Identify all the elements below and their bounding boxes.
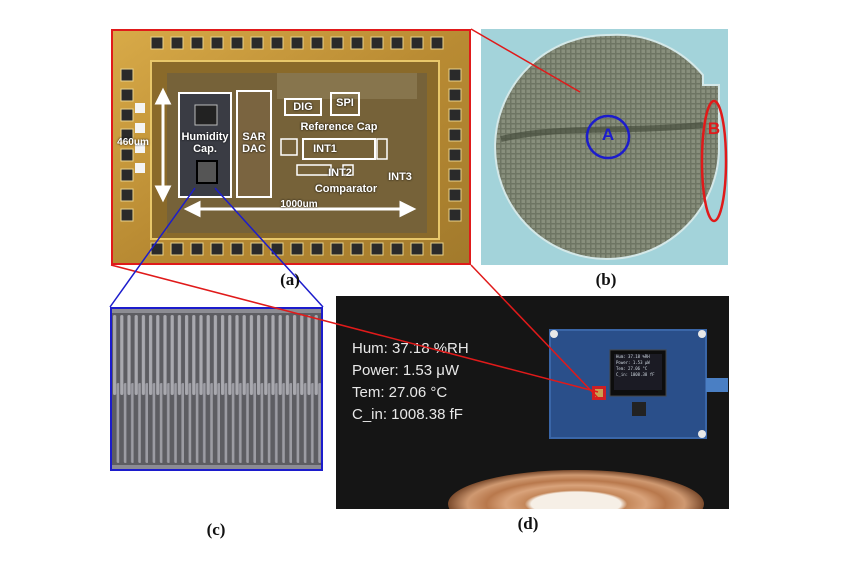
height-dimension-label: 460um: [117, 137, 149, 148]
usb-cable: [706, 378, 728, 392]
temperature-readout: Tem: 27.06 °C: [352, 384, 448, 401]
int3-box: [376, 138, 388, 160]
top-bond-pads: [150, 36, 444, 50]
power-readout: Power: 1.53 μW: [352, 362, 460, 379]
int2-label: INT2: [328, 167, 352, 179]
int2-box: [296, 164, 332, 176]
right-bond-pads: [448, 68, 462, 222]
die-graphic: [113, 31, 469, 263]
measurement-readout: Hum: 37.18 %RH Power: 1.53 μW Tem: 27.06…: [352, 338, 469, 426]
int3-label: INT3: [388, 171, 412, 183]
int1-label: INT1: [313, 143, 337, 155]
width-dimension-label: 1000um: [280, 199, 318, 210]
spi-box: [330, 92, 360, 116]
caption-a: (a): [280, 270, 300, 289]
comparator-box: [342, 164, 354, 176]
region-b-label: B: [707, 119, 721, 138]
dig-box: [284, 98, 322, 116]
caption-b: (b): [595, 270, 617, 289]
sar-dac-label: SAR DAC: [242, 131, 266, 155]
caption-c: (c): [206, 520, 226, 539]
wafer-die-array: [494, 33, 720, 260]
caption-d: (d): [517, 514, 539, 533]
dig-label: DIG: [293, 101, 313, 113]
left-test-pads: [135, 103, 145, 173]
humidity-sensor-area: [196, 160, 218, 184]
panel-b-wafer-photo: A B: [481, 29, 728, 265]
region-a-label: A: [601, 125, 615, 144]
wafer-graphic: [481, 29, 728, 265]
int1-box: [302, 138, 376, 160]
region-a-circle: [585, 114, 631, 160]
panel-c-electrode-sem: [110, 307, 323, 471]
comparator-label: Comparator: [314, 183, 378, 195]
spi-label: SPI: [336, 97, 354, 109]
wireless-coil: [448, 470, 704, 509]
capacitance-readout: C_in: 1008.38 fF: [352, 406, 463, 423]
humidity-readout: Hum: 37.18 %RH: [352, 340, 469, 357]
region-b-ellipse: [700, 99, 728, 223]
reference-cap-label: Reference Cap: [300, 121, 378, 133]
panel-a-die-photo: Humidity Cap. SAR DAC DIG SPI Reference …: [111, 29, 471, 265]
humidity-cap-label: Humidity Cap.: [181, 131, 229, 155]
electrode-fingers-graphic: [112, 309, 321, 469]
bottom-bond-pads: [150, 242, 444, 256]
oled-readout-mini: Hum: 37.18 %RH Power: 1.53 μW Tem: 27.06…: [616, 354, 655, 377]
